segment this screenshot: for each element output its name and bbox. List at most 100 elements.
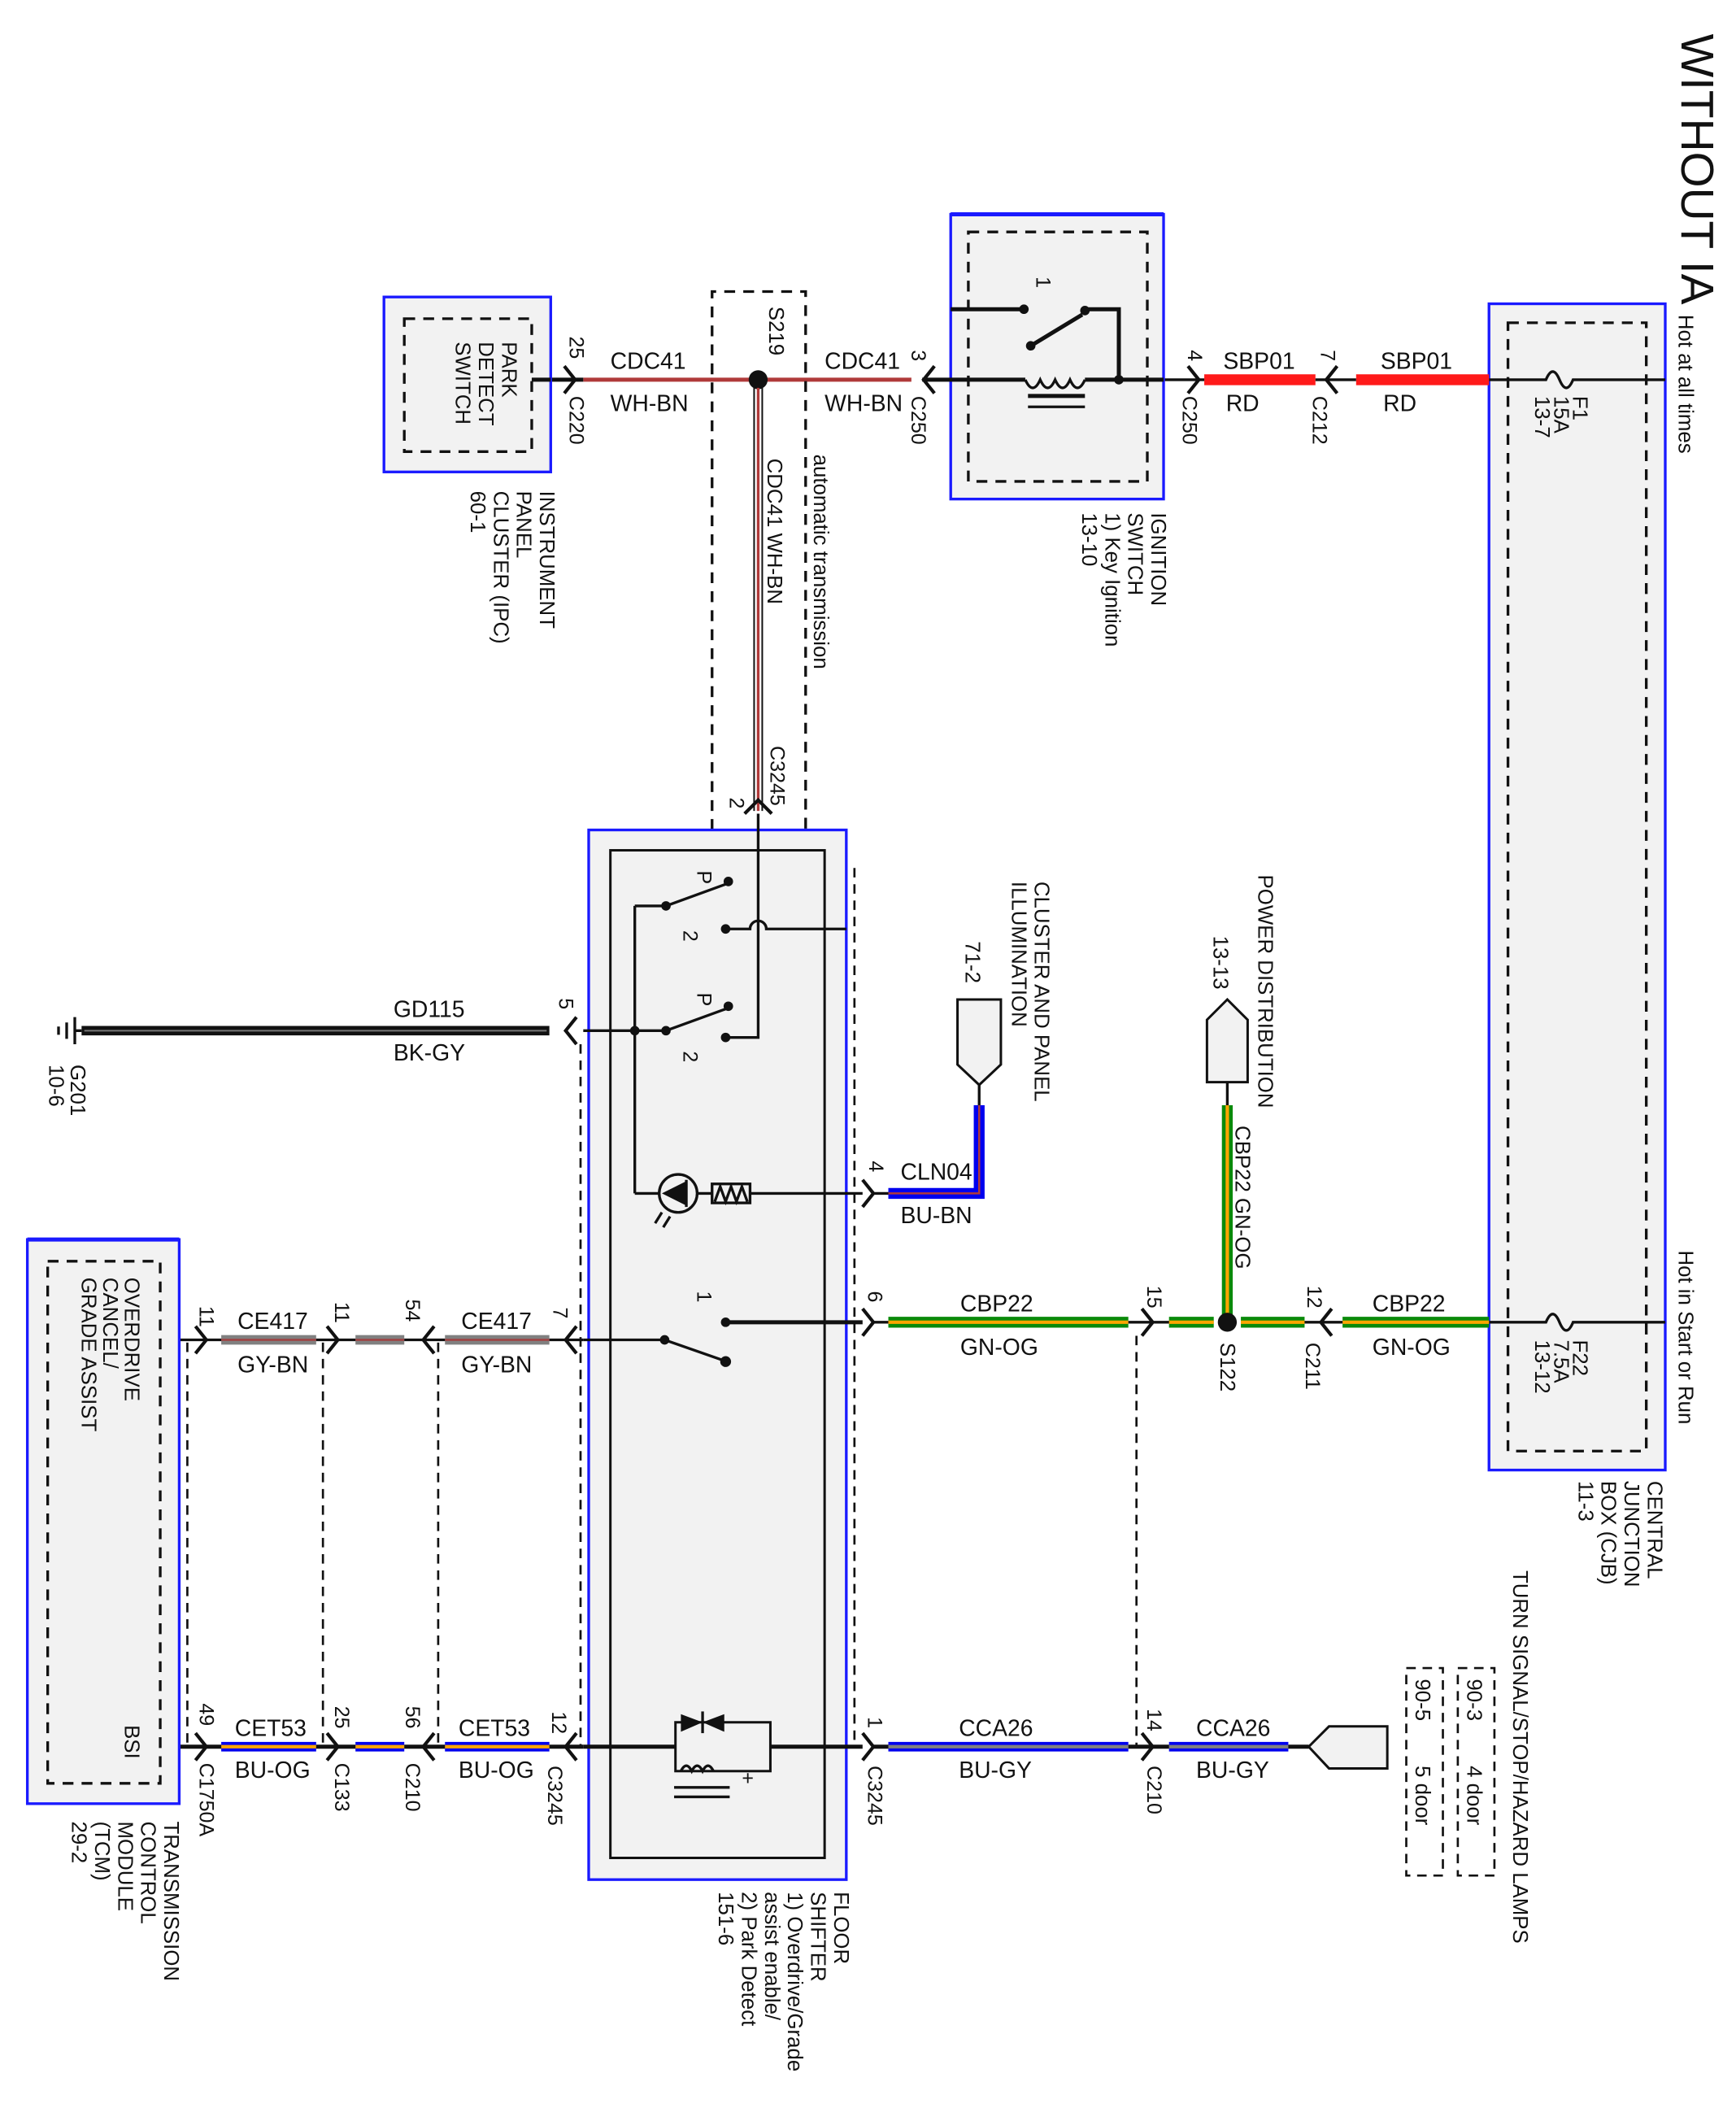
cjb-label: JUNCTION xyxy=(1620,1481,1642,1587)
pin-number: 14 xyxy=(1142,1709,1165,1731)
diagram-stroke xyxy=(654,1211,672,1228)
wire-label: CBP22 xyxy=(960,1291,1033,1317)
diagram-title: WITHOUT IA xyxy=(1671,34,1722,305)
pin-number: 4 xyxy=(864,1161,887,1172)
transmission-control-module xyxy=(25,1237,181,1805)
floor-shifter-label: assist enable/ xyxy=(760,1892,783,2021)
floor-shifter-label: SHIFTER xyxy=(806,1892,829,1982)
turn-lamps-connector xyxy=(1307,1725,1389,1770)
wire-cln04 xyxy=(861,998,1003,1209)
wire-color: GN-OG xyxy=(1373,1335,1451,1361)
pin-number: 25 xyxy=(330,1706,353,1729)
ignition-switch-label: SWITCH xyxy=(1124,512,1146,595)
tcm-function-label: CANCEL/ xyxy=(98,1278,121,1370)
wire-cet53 xyxy=(160,1731,584,1762)
turn-lamps-label: TURN SIGNAL/STOP/HAZARD LAMPS xyxy=(1508,1570,1531,1944)
connector-name: C1750A xyxy=(194,1763,217,1837)
diagram-stroke xyxy=(402,317,533,453)
wire-color: BK-GY xyxy=(394,1040,465,1066)
wire-label: CCA26 xyxy=(959,1715,1033,1741)
fuse-f1-label: F1 xyxy=(1568,396,1591,420)
pin-number: 11 xyxy=(330,1302,353,1323)
pin-number: 25 xyxy=(565,337,588,359)
connector-c3245-icon xyxy=(861,1307,876,1337)
diagram-stroke xyxy=(563,1325,578,1355)
diagram-stroke xyxy=(967,230,1149,483)
connector-name: C250 xyxy=(907,396,929,445)
floor-shifter-label: 2) Park Detect xyxy=(737,1892,759,2026)
connector-c250-icon xyxy=(921,364,936,394)
diagram-stroke xyxy=(1080,306,1090,316)
connector-name: C3245 xyxy=(765,746,788,806)
fuse-f22-label: F22 xyxy=(1568,1340,1591,1377)
option-note: automatic transmission xyxy=(809,455,832,669)
wire-color: GY-BN xyxy=(461,1352,532,1378)
floor-shifter xyxy=(583,813,863,1881)
power-distribution-label: POWER DISTRIBUTION xyxy=(1254,875,1277,1108)
wire-label: SBP01 xyxy=(1223,349,1294,375)
wire-cca26 xyxy=(861,1725,1389,1770)
connector-name: C210 xyxy=(1142,1766,1165,1814)
diagram-stroke xyxy=(420,1325,436,1355)
ipc-ref: 60-1 xyxy=(466,491,489,534)
park-switch-label: SWITCH xyxy=(451,342,474,425)
wire-label: CET53 xyxy=(459,1715,530,1741)
connector-links xyxy=(186,868,1138,1747)
connector-c212-icon xyxy=(1324,364,1339,394)
tcm-function-label: GRADE ASSIST xyxy=(76,1278,99,1432)
tcm-label: CONTROL xyxy=(137,1821,159,1923)
polarity-label: + xyxy=(742,1766,754,1789)
diagram-stroke xyxy=(720,1032,731,1043)
option-variant: 5 door xyxy=(1411,1766,1434,1826)
diagram-stroke xyxy=(609,849,826,1860)
ignition-switch-label: 1) Key Ignition xyxy=(1100,512,1123,647)
wire-sbp01 xyxy=(1164,364,1490,394)
tcm-function-label: OVERDRIVE xyxy=(120,1278,143,1401)
park-detect-switch xyxy=(382,295,552,473)
connector-name: C220 xyxy=(565,396,588,445)
switch-position-label: 2 xyxy=(679,1051,702,1062)
diagram-stroke xyxy=(949,212,1165,501)
diagram-stroke xyxy=(325,1731,341,1762)
cluster-illumination-label: ILLUMINATION xyxy=(1007,882,1029,1027)
diagram-stroke xyxy=(951,307,1121,380)
cjb-label: CENTRAL xyxy=(1642,1481,1665,1579)
switch-position-label: P xyxy=(692,993,715,1007)
diagram-stroke xyxy=(662,1181,687,1206)
splice-label: S219 xyxy=(764,307,787,355)
pin-number: 54 xyxy=(401,1299,424,1322)
fuse-f22-rating: 7.5A xyxy=(1549,1340,1572,1384)
ground-ref: 10-6 xyxy=(44,1065,67,1107)
wire-cbp22 xyxy=(861,997,1490,1337)
floor-shifter-ref: 151-6 xyxy=(714,1892,737,1945)
ignition-switch xyxy=(922,211,1165,501)
ground-label: G201 xyxy=(66,1065,89,1116)
wire-label: SBP01 xyxy=(1381,349,1452,375)
switch-position-label: P xyxy=(692,871,715,885)
wire-label: CDC41 xyxy=(824,349,900,375)
diagram-stroke xyxy=(661,901,671,911)
pin-number: 49 xyxy=(194,1703,217,1726)
ignition-switch-label: IGNITION xyxy=(1146,512,1169,606)
diagram-stroke xyxy=(1506,321,1648,1452)
wire-cdc41 xyxy=(549,290,936,869)
fuse-f1-rating: 15A xyxy=(1549,396,1572,434)
diagram-stroke xyxy=(25,1238,181,1805)
diagram-stroke xyxy=(723,877,733,886)
wire-label: CBP22 xyxy=(1373,1291,1446,1317)
ipc-label: PANEL xyxy=(512,491,535,559)
diagram-stroke xyxy=(725,813,760,1039)
wire-label: CE417 xyxy=(237,1309,308,1335)
connector-name: C212 xyxy=(1307,396,1330,445)
wire-label: CET53 xyxy=(235,1715,307,1741)
hot-at-all-times-label: Hot at all times xyxy=(1674,315,1697,454)
wire-color: BU-OG xyxy=(235,1757,311,1783)
connector-c250-icon xyxy=(1186,364,1202,394)
diagram-stroke xyxy=(720,1317,731,1327)
coil-icon xyxy=(1024,376,1086,390)
park-switch-label: PARK xyxy=(497,342,520,397)
connector-name: C3245 xyxy=(864,1766,886,1826)
wire-label: CDC41 WH-BN xyxy=(763,459,785,604)
diagram-stroke xyxy=(679,1764,715,1775)
